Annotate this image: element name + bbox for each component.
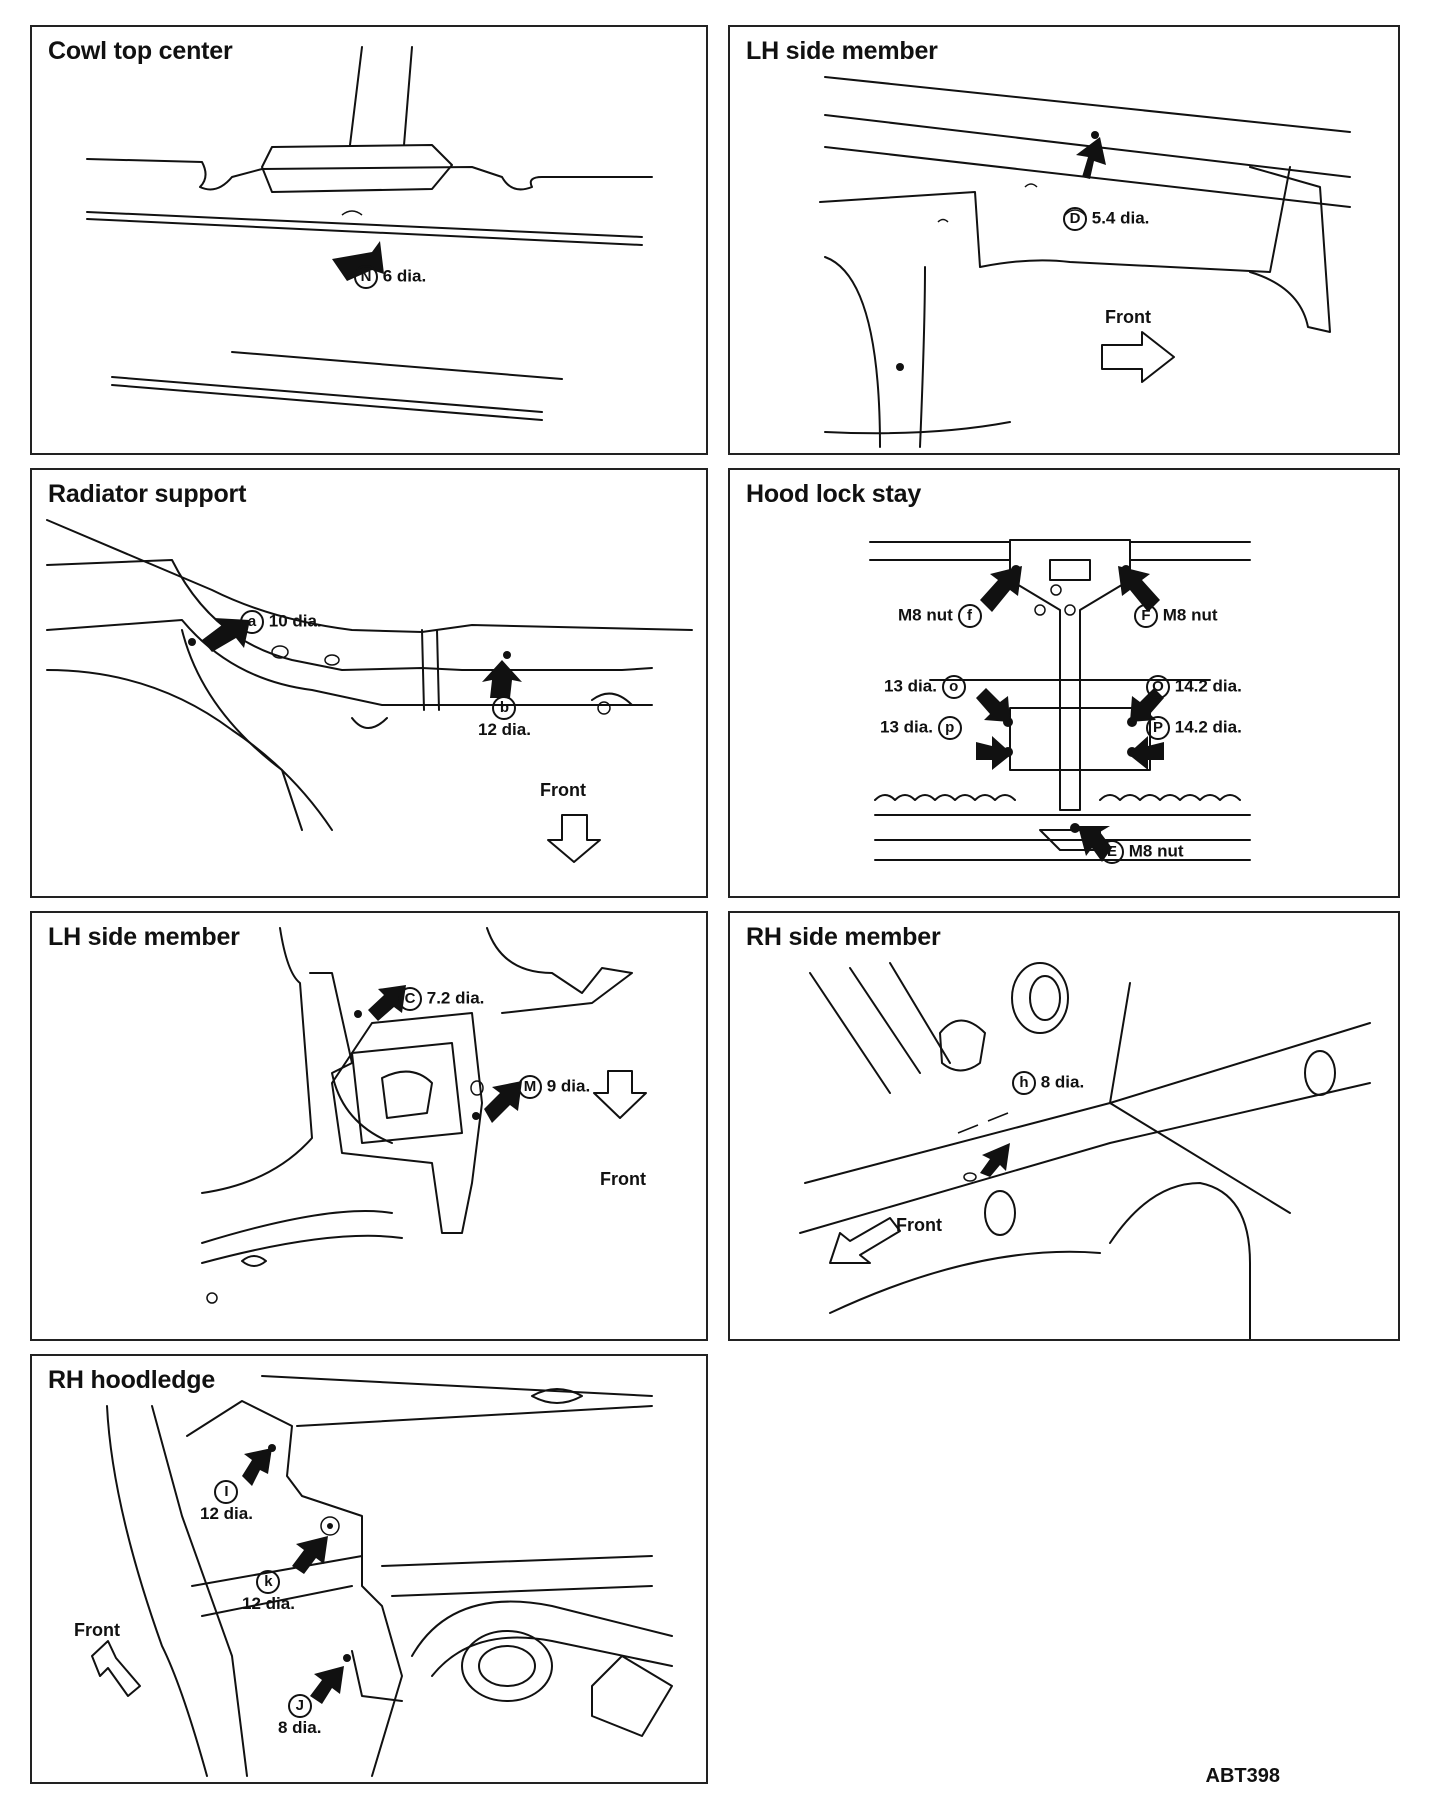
front-label: Front (600, 1169, 646, 1189)
panel-radiator-support: Radiator support a 10 dia. b 12 dia. Fro… (30, 468, 708, 898)
callout-E: E M8 nut (1100, 840, 1184, 864)
panel-title: Radiator support (48, 480, 247, 508)
callout-k: k 12 dia. (242, 1570, 295, 1614)
arrow-o (976, 688, 1010, 722)
callout-d: D 5.4 dia. (1063, 207, 1149, 231)
panel-lh-side-member-top: LH side member D 5.4 dia. Front (728, 25, 1400, 455)
callout-h: h 8 dia. (1012, 1071, 1084, 1095)
front-label: Front (540, 780, 586, 800)
callout-letter: b (492, 696, 517, 720)
figure-code: ABT398 (1205, 1765, 1280, 1787)
panel-rh-hoodledge: RH hoodledge I 12 dia. k 12 dia. J 8 dia… (30, 1354, 708, 1784)
arrow-d (1076, 137, 1106, 179)
arrow-f (980, 566, 1022, 612)
callout-size: M8 nut (1128, 841, 1184, 861)
callout-letter: P (1146, 716, 1170, 740)
arrow-n (332, 241, 384, 281)
rh-side-drawing (799, 962, 1371, 1339)
callout-size: 13 dia. (884, 676, 937, 696)
callout-a: a 10 dia. (240, 610, 322, 634)
panel-title: RH side member (746, 923, 941, 951)
callout-size: 9 dia. (546, 1076, 591, 1096)
callout-b: b 12 dia. (478, 696, 531, 740)
arrow-j (310, 1666, 344, 1704)
lh-side-top-drawing (819, 76, 1351, 448)
callout-size: 8 dia. (1040, 1072, 1085, 1092)
callout-F: F M8 nut (1134, 604, 1218, 628)
callout-size: 12 dia. (242, 1594, 295, 1613)
front-label: Front (1105, 307, 1151, 327)
hood-lock-drawing (869, 539, 1251, 862)
callout-f: M8 nut f (898, 604, 982, 628)
callout-letter: p (937, 716, 962, 740)
panel-title: Cowl top center (48, 37, 233, 65)
arrow-b (482, 660, 522, 698)
callout-size: 6 dia. (382, 266, 427, 286)
panel-cowl-top-center: Cowl top center N 6 dia. (30, 25, 708, 455)
panel-lh-side-member-mid: LH side member C 7.2 dia. M 9 dia. Front (30, 911, 708, 1341)
callout-letter: h (1012, 1071, 1036, 1095)
callout-letter: f (957, 604, 982, 628)
callout-size: 7.2 dia. (426, 988, 485, 1008)
callout-size: 12 dia. (200, 1504, 253, 1523)
rh-hood-drawing (91, 1375, 673, 1777)
arrow-i (242, 1448, 272, 1486)
front-arrow (1101, 331, 1175, 383)
callout-letter: N (354, 265, 378, 289)
front-label: Front (74, 1620, 120, 1640)
callout-letter: C (398, 987, 422, 1011)
callout-size: 14.2 dia. (1174, 717, 1242, 737)
callout-size: 8 dia. (278, 1718, 322, 1737)
front-label: Front (896, 1215, 942, 1235)
callout-letter: D (1063, 207, 1087, 231)
callout-size: 5.4 dia. (1091, 208, 1150, 228)
panel-title: Hood lock stay (746, 480, 922, 508)
callout-O: O 14.2 dia. (1146, 675, 1242, 699)
callout-i: I 12 dia. (200, 1480, 253, 1524)
arrow-k (292, 1536, 328, 1574)
callout-P: P 14.2 dia. (1146, 716, 1242, 740)
arrow-a (202, 618, 250, 652)
front-arrow (91, 1640, 141, 1697)
callout-p: 13 dia. p (880, 716, 962, 740)
front-arrow (593, 1070, 647, 1119)
arrow-h (980, 1143, 1010, 1177)
callout-letter: k (256, 1570, 281, 1594)
front-arrow (547, 814, 601, 863)
radiator-drawing (46, 519, 693, 863)
lh-side-mid-drawing (201, 927, 647, 1304)
callout-letter: J (287, 1694, 312, 1718)
arrow-P (1128, 736, 1164, 770)
callout-size: M8 nut (898, 605, 953, 625)
panel-rh-side-member: RH side member h 8 dia. Front (728, 911, 1400, 1341)
panel-title: RH hoodledge (48, 1366, 216, 1394)
cowl-drawing (86, 46, 653, 421)
callout-size: 13 dia. (880, 717, 933, 737)
callout-o: 13 dia. o (884, 675, 966, 699)
callout-size: 10 dia. (268, 611, 322, 631)
arrow-F (1118, 566, 1160, 612)
panel-title: LH side member (746, 37, 938, 65)
panel-title: LH side member (48, 923, 240, 951)
callout-letter: F (1134, 604, 1158, 628)
callout-n: N 6 dia. (354, 265, 426, 289)
panel-hood-lock-stay: Hood lock stay M8 nut f F M8 nut 13 dia.… (728, 468, 1400, 898)
callout-letter: o (941, 675, 966, 699)
callout-letter: E (1100, 840, 1124, 864)
callout-letter: M (518, 1075, 542, 1099)
arrow-c (368, 985, 406, 1021)
arrow-p (976, 736, 1012, 770)
callout-letter: a (240, 610, 264, 634)
callout-letter: O (1146, 675, 1170, 699)
arrow-m (484, 1081, 522, 1123)
callout-size: 12 dia. (478, 720, 531, 739)
callout-m: M 9 dia. (518, 1075, 590, 1099)
callout-letter: I (214, 1480, 239, 1504)
callout-size: M8 nut (1162, 605, 1218, 625)
callout-size: 14.2 dia. (1174, 676, 1242, 696)
front-arrow (829, 1217, 901, 1264)
callout-j: J 8 dia. (278, 1694, 321, 1738)
callout-c: C 7.2 dia. (398, 987, 484, 1011)
